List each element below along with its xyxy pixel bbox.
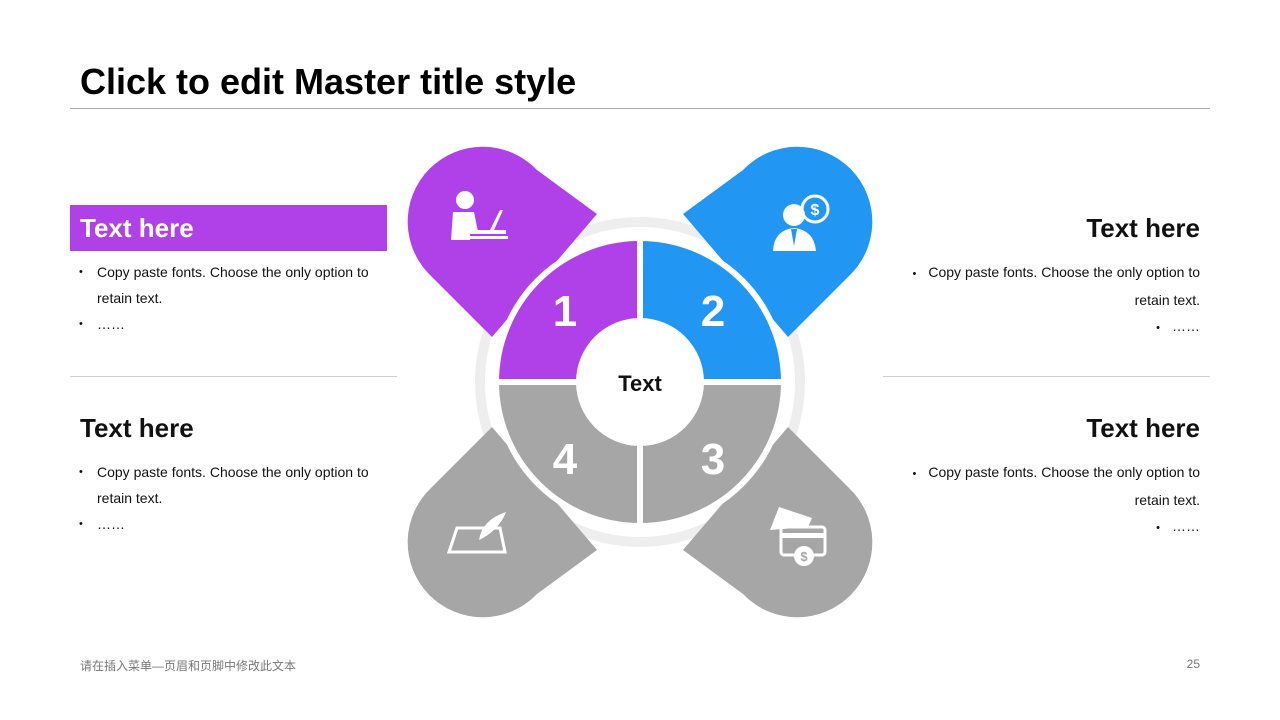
segment-number-3: 3 xyxy=(701,435,725,484)
block-heading[interactable]: Text here xyxy=(1086,213,1200,243)
slide-title[interactable]: Click to edit Master title style xyxy=(80,61,577,102)
block-heading[interactable]: Text here xyxy=(80,413,194,443)
bullet-text: Copy paste fonts. Choose the only option… xyxy=(928,264,1200,308)
text-block-top-left: Text here Copy paste fonts. Choose the o… xyxy=(70,205,387,337)
svg-text:$: $ xyxy=(800,549,808,564)
bullet-item[interactable]: • …… xyxy=(880,513,1200,541)
center-hub[interactable] xyxy=(576,318,704,446)
bullet-item[interactable]: Copy paste fonts. Choose the only option… xyxy=(70,459,387,511)
block-heading[interactable]: Text here xyxy=(1086,413,1200,443)
petal-1[interactable] xyxy=(407,146,597,337)
segment-number-1: 1 xyxy=(553,287,577,336)
bullet-item[interactable]: • Copy paste fonts. Choose the only optio… xyxy=(880,459,1200,513)
bullet-list: • Copy paste fonts. Choose the only optio… xyxy=(880,259,1200,341)
text-block-top-right: Text here • Copy paste fonts. Choose the … xyxy=(880,205,1200,341)
document-quill-icon xyxy=(446,512,507,554)
person-laptop-icon xyxy=(451,191,508,240)
page-number: 25 xyxy=(1186,657,1200,671)
petal-4[interactable] xyxy=(407,427,597,618)
bullet-dot: • xyxy=(1156,322,1160,334)
segment-number-4: 4 xyxy=(553,435,578,484)
text-block-bottom-left: Text here Copy paste fonts. Choose the o… xyxy=(70,405,387,537)
divider-left xyxy=(70,376,397,377)
bullet-text: …… xyxy=(1172,518,1200,534)
svg-text:$: $ xyxy=(811,202,820,219)
payment-card-icon: $ xyxy=(770,507,827,566)
bullet-text: Copy paste fonts. Choose the only option… xyxy=(928,464,1200,508)
bullet-item[interactable]: …… xyxy=(70,511,387,537)
bullet-item[interactable]: • …… xyxy=(880,313,1200,341)
businessman-dollar-icon: $ xyxy=(773,194,830,251)
footer-note[interactable]: 请在插入菜单—页眉和页脚中修改此文本 xyxy=(80,659,297,673)
bullet-dot: • xyxy=(1156,522,1160,534)
bullet-item[interactable]: Copy paste fonts. Choose the only option… xyxy=(70,259,387,311)
bullet-list: Copy paste fonts. Choose the only option… xyxy=(70,259,387,337)
bullet-list: • Copy paste fonts. Choose the only optio… xyxy=(880,459,1200,541)
outer-ring xyxy=(475,217,805,547)
bullet-item[interactable]: …… xyxy=(70,311,387,337)
bullet-text: …… xyxy=(1172,318,1200,334)
segment-number-2: 2 xyxy=(701,287,725,336)
title-rule xyxy=(70,108,1210,109)
bullet-dot: • xyxy=(912,268,917,280)
text-block-bottom-right: Text here • Copy paste fonts. Choose the … xyxy=(880,405,1200,541)
divider-right xyxy=(883,376,1210,377)
bullet-dot: • xyxy=(912,468,917,480)
center-label: Text xyxy=(618,371,662,396)
block-heading[interactable]: Text here xyxy=(70,205,387,251)
bullet-item[interactable]: • Copy paste fonts. Choose the only optio… xyxy=(880,259,1200,313)
bullet-list: Copy paste fonts. Choose the only option… xyxy=(70,459,387,537)
